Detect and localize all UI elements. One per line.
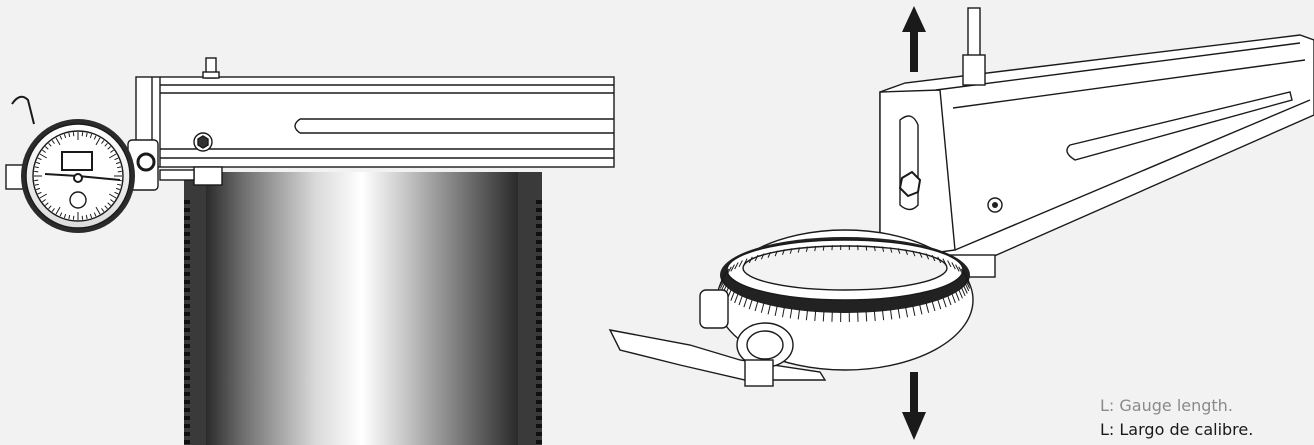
arrow-down-icon	[902, 372, 926, 440]
dial-clamp	[127, 139, 195, 191]
gauge-arm	[135, 57, 615, 186]
bore-cylinder	[184, 172, 542, 445]
arrow-up-icon	[902, 6, 926, 72]
angled-gauge-arm	[879, 7, 1314, 278]
dial-indicator-perspective	[608, 229, 974, 387]
legend: L: Gauge length. L: Largo de calibre.	[1100, 394, 1253, 442]
left-assembly	[5, 57, 615, 445]
dial-gauge-icon	[5, 95, 135, 233]
legend-spanish: L: Largo de calibre.	[1100, 420, 1254, 439]
right-assembly	[608, 6, 1314, 440]
hex-socket-screw	[193, 132, 213, 152]
legend-english: L: Gauge length.	[1100, 396, 1233, 415]
